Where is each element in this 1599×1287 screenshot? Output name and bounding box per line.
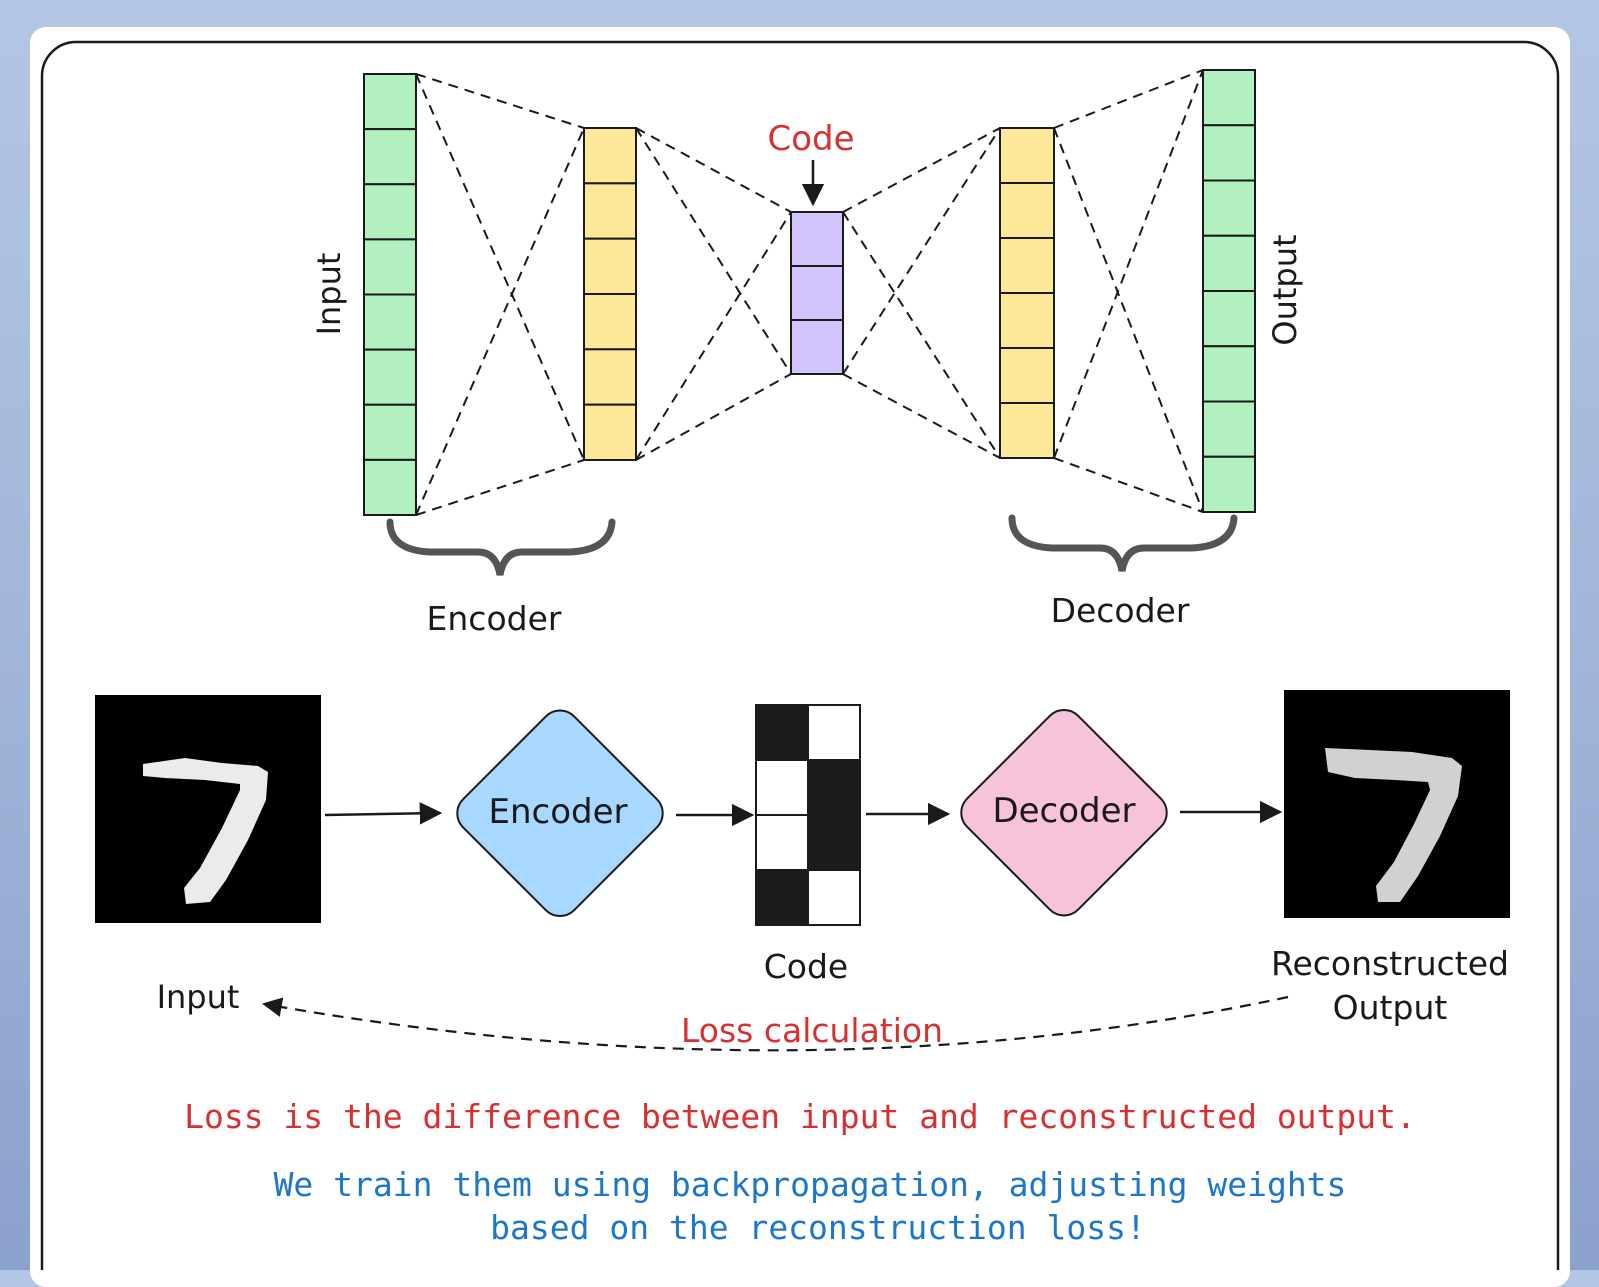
input-neuron-cell	[363, 293, 417, 351]
training-text-line2: based on the reconstruction loss!	[490, 1208, 1146, 1247]
decoder-neuron-cell	[999, 402, 1055, 459]
output-neuron-cell	[1202, 455, 1256, 513]
input-neuron-cell	[363, 403, 417, 461]
encoder-neuron-cell	[583, 182, 637, 240]
output-neuron-cell	[1202, 290, 1256, 348]
input-neuron-cell	[363, 238, 417, 296]
code-grid	[755, 704, 861, 926]
code-grid-cell	[807, 759, 861, 816]
decoder-neuron-cell	[999, 292, 1055, 349]
input-neuron-cell	[363, 73, 417, 131]
input-neuron-cell	[363, 458, 417, 516]
loss-calculation-label: Loss calculation	[681, 1011, 943, 1050]
code-layer	[790, 211, 844, 375]
output-layer	[1202, 69, 1256, 513]
digit-seven-image	[95, 695, 321, 923]
code-grid-cell	[755, 759, 809, 816]
encoder-brace	[386, 518, 616, 576]
code-grid-cell	[807, 704, 861, 761]
output-neuron-cell	[1202, 179, 1256, 237]
decoder-neuron-cell	[999, 127, 1055, 184]
code-grid-label: Code	[764, 947, 848, 986]
decoder-neuron-cell	[999, 237, 1055, 294]
decoder-brace-label: Decoder	[1051, 591, 1190, 630]
encoder-neuron-cell	[583, 127, 637, 185]
code-grid-cell	[755, 704, 809, 761]
encoder-neuron-cell	[583, 237, 637, 296]
code-neuron-cell	[790, 265, 844, 321]
loss-definition-text: Loss is the difference between input and…	[184, 1097, 1416, 1136]
input-neuron-cell	[363, 348, 417, 406]
code-grid-cell	[755, 814, 809, 871]
flow-arrow-1	[324, 802, 443, 825]
code-grid-cell	[807, 869, 861, 926]
code-label: Code	[767, 119, 854, 159]
encoder-neuron-cell	[583, 403, 637, 461]
reconstructed-label-line2: Output	[1333, 988, 1448, 1027]
output-neuron-cell	[1202, 400, 1256, 458]
code-grid-cell	[807, 814, 861, 871]
input-layer	[363, 73, 417, 516]
loss-curve-arrow	[262, 995, 1289, 1052]
output-neuron-cell	[1202, 345, 1256, 403]
encoder-neuron-cell	[583, 293, 637, 351]
output-neuron-cell	[1202, 234, 1256, 292]
digit-seven-reconstructed-image	[1284, 690, 1510, 918]
decoder-diamond-label: Decoder	[992, 791, 1135, 831]
input-loss-label: Input	[157, 978, 240, 1016]
network-connections	[415, 69, 1204, 516]
decoder-brace	[1008, 514, 1238, 572]
encoder-hidden-layer	[583, 127, 637, 461]
decoder-diamond	[960, 708, 1168, 917]
card-border	[40, 40, 1560, 1270]
encoder-brace-label: Encoder	[427, 599, 562, 638]
code-neuron-cell	[790, 319, 844, 375]
encoder-diamond	[456, 709, 664, 918]
output-neuron-cell	[1202, 69, 1256, 127]
decoder-neuron-cell	[999, 347, 1055, 404]
input-neuron-cell	[363, 128, 417, 186]
output-side-label: Output	[1266, 234, 1304, 345]
decoder-hidden-layer	[999, 127, 1055, 459]
encoder-neuron-cell	[583, 348, 637, 406]
code-grid-cell	[755, 869, 809, 926]
output-neuron-cell	[1202, 124, 1256, 182]
code-neuron-cell	[790, 211, 844, 267]
decoder-neuron-cell	[999, 182, 1055, 239]
input-neuron-cell	[363, 183, 417, 241]
training-text-line1: We train them using backpropagation, adj…	[274, 1165, 1347, 1204]
reconstructed-label-line1: Reconstructed	[1271, 944, 1509, 983]
input-side-label: Input	[310, 253, 348, 336]
encoder-diamond-label: Encoder	[488, 792, 627, 832]
